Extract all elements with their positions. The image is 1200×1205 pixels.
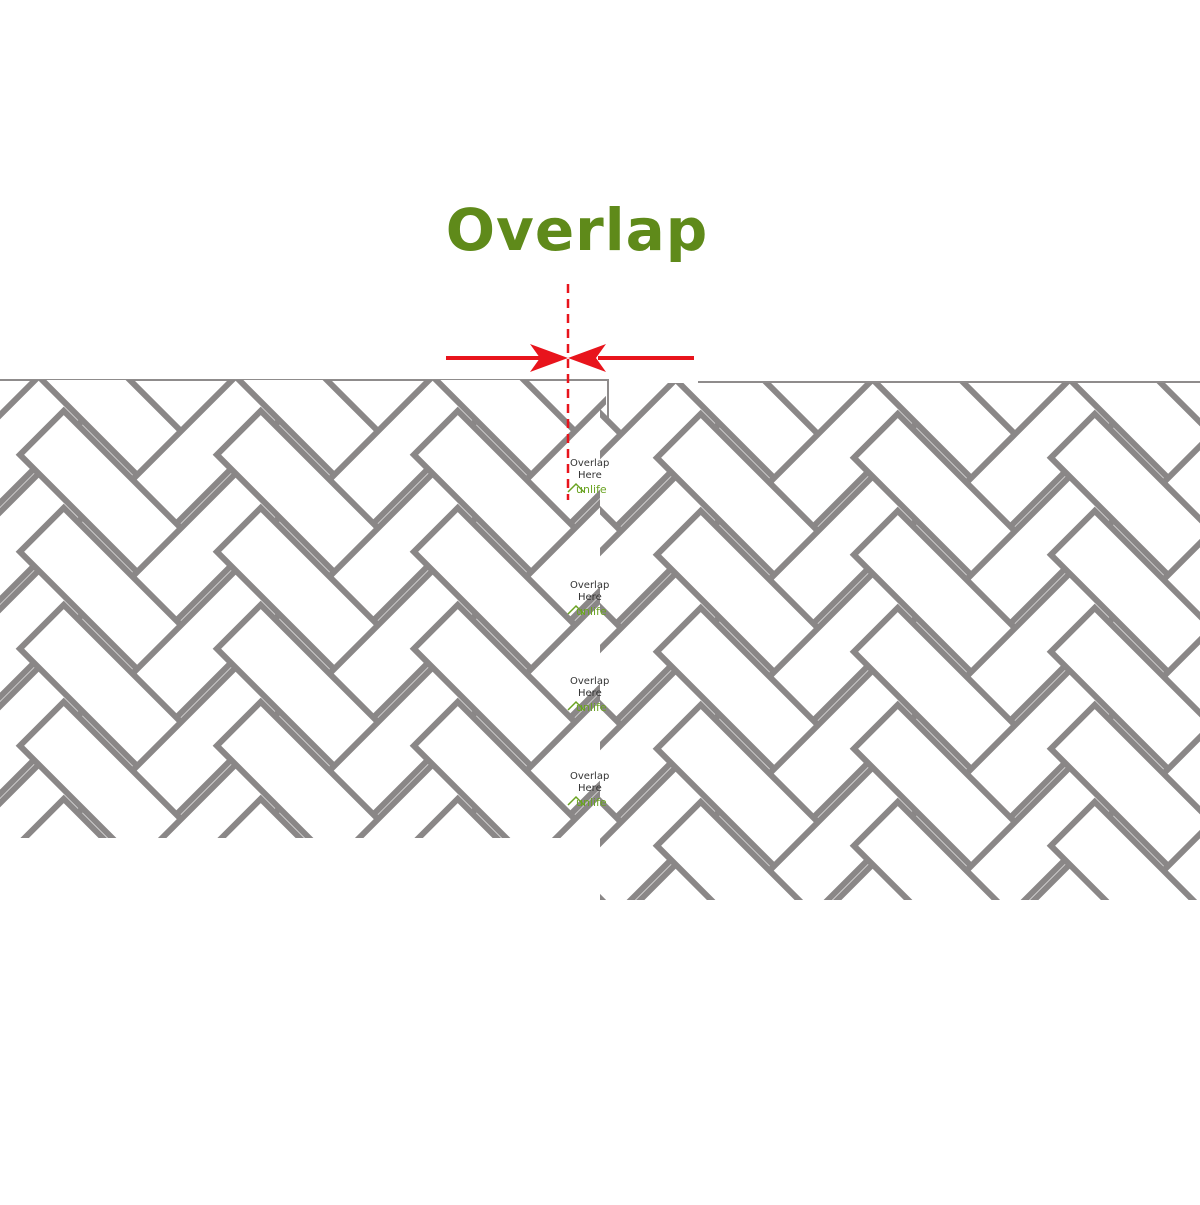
overlap-mark-line1: Overlap [570, 771, 609, 782]
house-logo-icon [567, 482, 585, 493]
overlap-mark-line2: Here [578, 592, 602, 603]
herringbone-tile [409, 697, 597, 838]
herringbone-tile [0, 847, 97, 1025]
overlap-mark-line2: Here [578, 470, 602, 481]
right-arrow-icon [568, 344, 694, 372]
herringbone-tile [313, 847, 491, 1025]
herringbone-tile [505, 745, 606, 838]
house-logo-icon [567, 795, 585, 806]
herringbone-tile [1046, 797, 1200, 900]
right-tile-sheet [600, 383, 1200, 900]
herringbone-tile [1142, 748, 1200, 900]
overlap-mark-brand: unlife [576, 605, 607, 618]
herringbone-tile [212, 697, 400, 838]
overlap-mark-brand: unlife [576, 701, 607, 714]
overlap-mark-line2: Here [578, 783, 602, 794]
overlap-mark-line1: Overlap [570, 676, 609, 687]
herringbone-tile [652, 797, 840, 900]
overlap-mark-brand: unlife [576, 796, 607, 809]
herringbone-tile [15, 794, 203, 838]
overlap-title: Overlap [445, 196, 709, 264]
house-logo-icon [567, 604, 585, 615]
herringbone-tile [15, 697, 203, 838]
house-logo-icon [567, 700, 585, 711]
overlap-mark-brand: unlife [576, 483, 607, 496]
overlap-mark-line1: Overlap [570, 458, 609, 469]
overlap-mark-line2: Here [578, 688, 602, 699]
left-tile-sheet [0, 380, 606, 1025]
herringbone-tile [116, 847, 294, 1025]
overlap-mark-line1: Overlap [570, 580, 609, 591]
herringbone-tile [212, 794, 400, 838]
herringbone-tile [409, 794, 597, 838]
herringbone-tile [849, 797, 1037, 900]
overlap-marks: OverlapHereunlifeOverlapHereunlifeOverla… [567, 458, 609, 809]
left-arrow-icon [446, 344, 568, 372]
